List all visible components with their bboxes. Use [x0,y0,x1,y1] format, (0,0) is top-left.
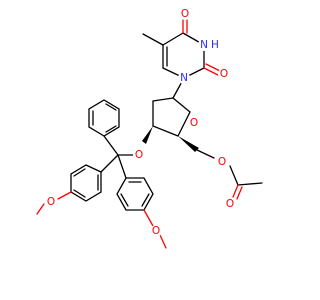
atom-o4prime: O [190,117,198,129]
anisyl-right-double-2 [141,193,150,207]
atom-o-c2: O [220,68,228,80]
phenyl-double-3 [105,125,117,133]
bond-c5-methyl [142,33,164,46]
anisyl-left-ring [70,164,102,202]
acetate-group [196,149,263,200]
bond-trityl-aryl-right [117,154,127,179]
wedge-c4prime-c5prime [178,136,199,152]
atom-o-dmt: O [135,149,143,161]
atom-labels: O N H O N O O O O O O [45,8,236,237]
atom-o-methoxy-left: O [47,196,55,208]
molecule-diagram: O N H O N O O O O O O [36,8,263,249]
bond-o-methyl-right [159,234,167,249]
atom-o-ester: O [218,156,226,168]
deoxyribose-ring [142,77,199,152]
bond-c2-o [203,67,219,76]
structure-drawing: O N H O N O O O O O O [36,8,263,249]
bond-c4prime-c3prime [152,125,179,137]
bond-c1prime-o4prime [172,97,191,113]
atom-n1: N [180,72,188,84]
wedge-c3prime-o [142,126,153,144]
bond-carbonyl-o-double [236,186,243,200]
atom-h-n3: H [211,39,219,51]
anisyl-left-double-2 [73,189,86,198]
phenyl-ring [88,99,120,137]
bond-carbonyl-o [232,184,239,198]
atom-o-carbonyl: O [226,198,234,210]
bond-c2-o-double [205,63,221,72]
bond-carbonyl-methyl [237,182,263,186]
bond-anisyl-left-o [57,191,72,200]
bond-c2prime-c1prime [152,97,174,102]
anisyl-right-ring [116,177,154,211]
bond-o-carbonyl-c [229,165,239,186]
bond-anisyl-right-o [143,209,154,227]
bond-c5-c4 [162,32,184,46]
anisyl-left-double-1 [73,168,86,177]
bond-o4prime-c4prime [177,111,191,137]
bond-o-methyl-left [36,203,45,215]
dmt-group [36,99,167,249]
phenyl-double-2 [105,103,117,111]
atom-n3: N [200,39,208,51]
atom-o-c4: O [181,8,189,20]
bond-c5prime-o [196,149,215,159]
bond-trityl-phenyl [103,135,119,156]
bond-trityl-aryl-left [100,154,119,173]
anisyl-right-double-3 [120,193,129,207]
atom-o-methoxy-right: O [152,225,160,237]
